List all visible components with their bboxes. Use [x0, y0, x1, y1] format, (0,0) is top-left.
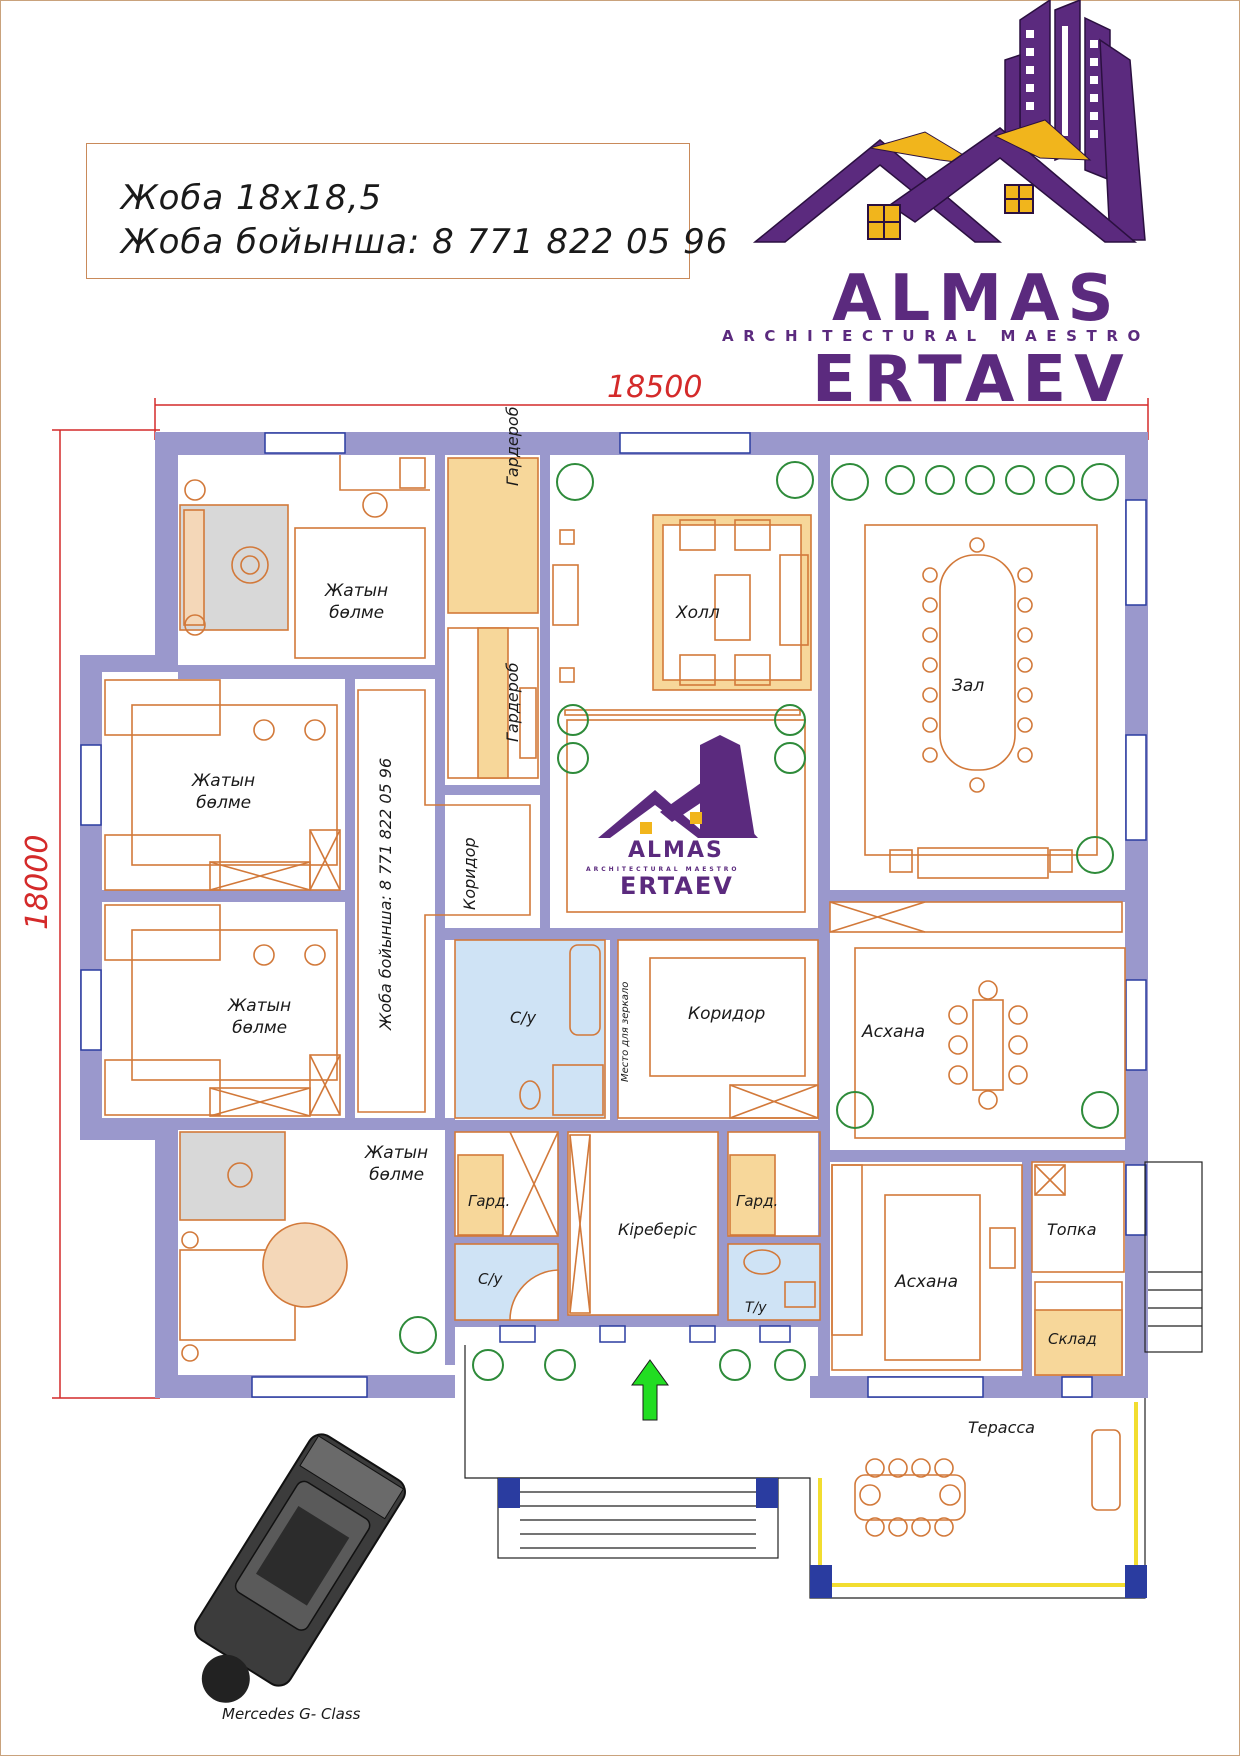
hall-brand-name: ALMAS: [628, 838, 724, 863]
room-label-bathroom-2: С/у: [478, 1270, 503, 1288]
windows: [80, 432, 1147, 1398]
project-size-text: Жоба 18х18,5: [121, 178, 383, 218]
mirror-place-label: Место для зеркало: [620, 981, 631, 1082]
room-label-corridor-center: Коридор: [688, 1004, 766, 1024]
furniture: [104, 455, 1126, 1537]
room-label-corridor-left: Коридор: [460, 837, 479, 910]
hall-brand-logo: [598, 735, 758, 838]
project-info-box: Жоба 18х18,5 Жоба бойынша: 8 771 822 05 …: [86, 143, 727, 279]
hall-brand-subtitle: ARCHITECTURAL MAESTRO: [586, 866, 740, 873]
room-label-zal: Зал: [952, 676, 985, 696]
room-label-terrace: Терасса: [968, 1418, 1035, 1437]
room-label-wardrobe-1: Гардероб: [503, 406, 522, 486]
project-phone-text: Жоба бойынша: 8 771 822 05 96: [121, 222, 729, 262]
room-label-kitchen-2: Асхана: [895, 1272, 958, 1292]
entrance-arrow: [631, 1359, 669, 1421]
hall-brand-last-name: ERTAEV: [620, 872, 734, 900]
room-label-storage: Склад: [1048, 1330, 1097, 1348]
room-label-entrance: Кіреберіс: [618, 1220, 697, 1239]
brand-name: ALMAS: [832, 262, 1122, 336]
interior-walls: [102, 455, 1125, 1385]
room-label-kitchen-1: Асхана: [862, 1022, 925, 1042]
dimension-lines: [52, 398, 1149, 1399]
terrace-outline: [464, 1161, 1203, 1599]
brand-subtitle: ARCHITECTURAL MAESTRO: [722, 327, 1150, 345]
height-dimension-label: 18000: [20, 834, 55, 930]
plants: [399, 461, 1119, 1381]
room-label-bedroom-mid2: Жатын бөлме: [228, 996, 292, 1038]
brand-logo: [752, 0, 1146, 243]
room-label-gard-left: Гард.: [468, 1192, 511, 1210]
room-label-bedroom-mid1: Жатын бөлме: [192, 771, 256, 813]
room-label-bedroom-bottom: Жатын бөлме: [365, 1143, 429, 1185]
room-label-furnace: Топка: [1047, 1220, 1097, 1239]
room-label-hall: Холл: [676, 603, 720, 623]
car-drawing: [194, 1433, 406, 1703]
room-label-wardrobe-2: Гардероб: [503, 662, 522, 742]
car-caption: Mercedes G- Class: [222, 1705, 361, 1723]
corridor-phone-text: Жоба бойынша: 8 771 822 05 96: [376, 757, 395, 1030]
room-label-bedroom-top: Жатын бөлме: [325, 581, 389, 623]
room-label-gard-right: Гард.: [736, 1192, 779, 1210]
terrace-deck-lines: [818, 1402, 1138, 1587]
room-label-bathroom-1: С/у: [510, 1008, 537, 1027]
room-label-toilet: Т/у: [745, 1300, 767, 1316]
width-dimension-label: 18500: [607, 370, 703, 405]
